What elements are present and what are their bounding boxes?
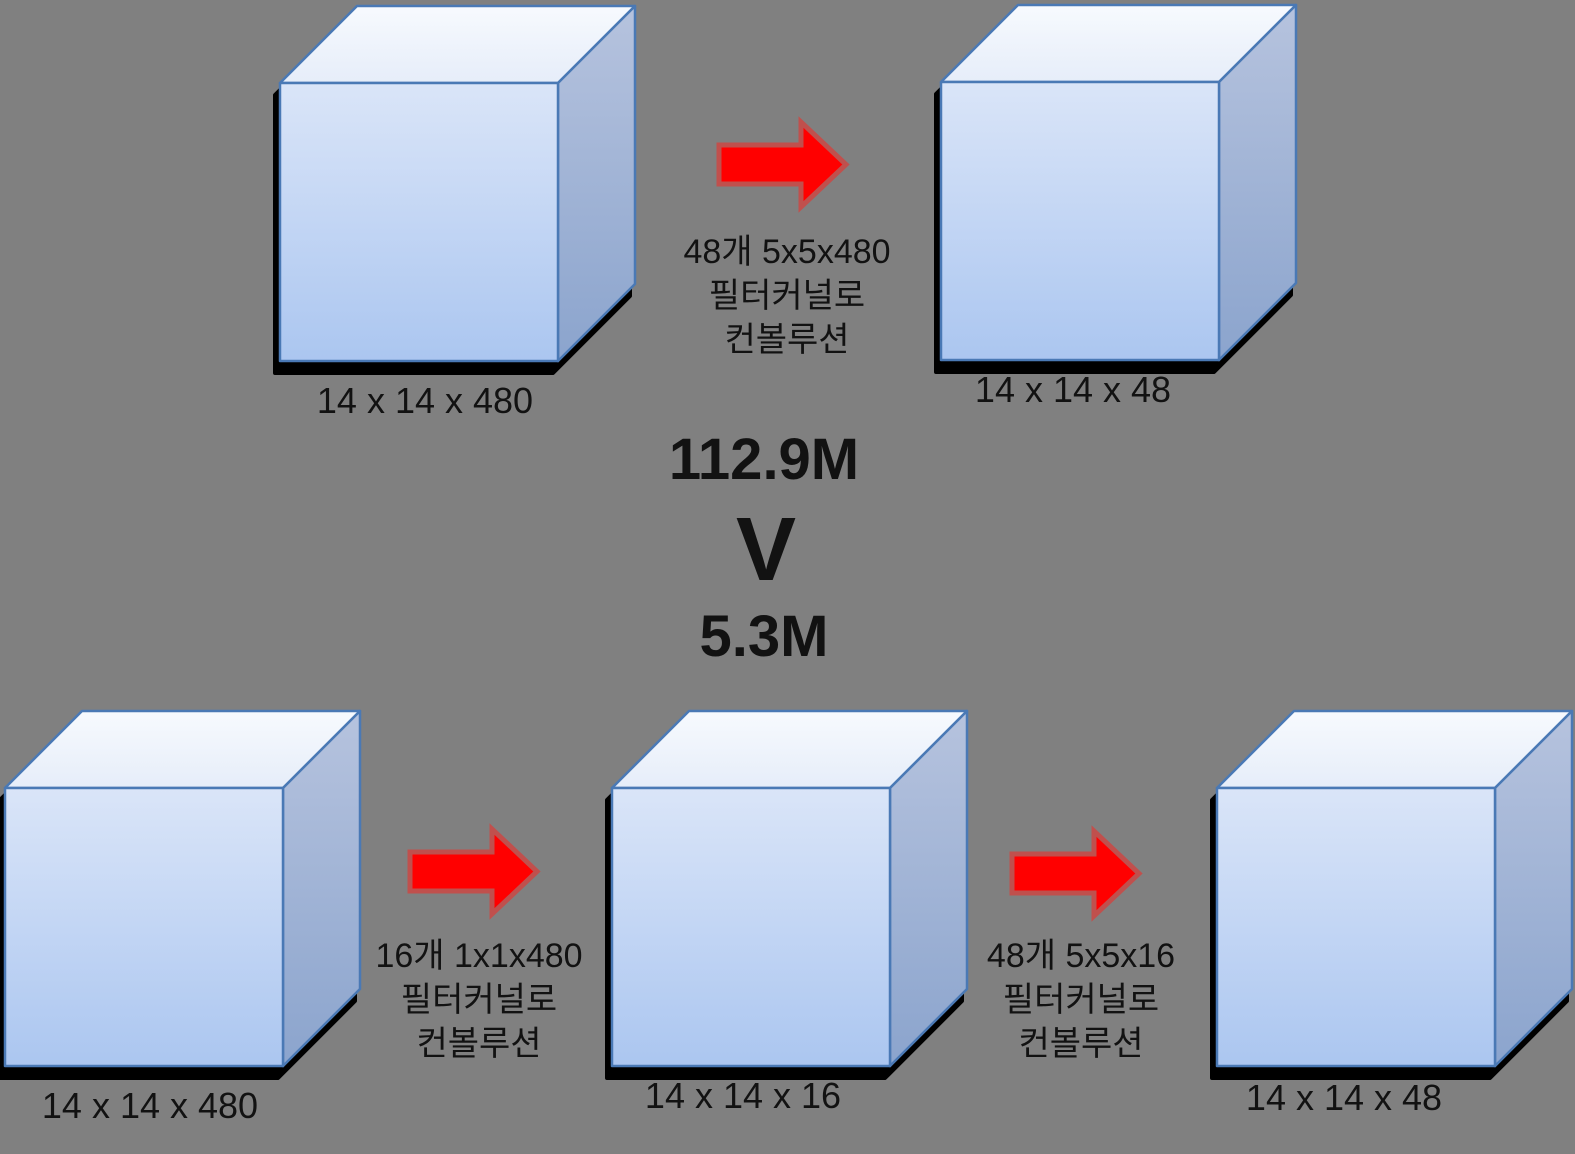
- bottom-arrow1-caption-line2: 필터커널로: [400, 981, 558, 1019]
- bottom-arrow1-caption-line3: 컨볼루션: [416, 1025, 542, 1063]
- cube-bottom-input: [0, 709, 362, 1080]
- bottom-arrow2-caption: 48개 5x5x16 필터커널로 컨볼루션: [987, 934, 1175, 1066]
- params-count-bottom: 5.3M: [699, 604, 829, 669]
- arrow-bottom-conv2-icon: [1012, 831, 1139, 916]
- bottom-arrow2-caption-line3: 컨볼루션: [1018, 1025, 1144, 1063]
- bottom-arrow2-caption-line1: 48개 5x5x16: [986, 937, 1176, 975]
- bottom-output-dimension-label: 14 x 14 x 48: [1245, 1077, 1443, 1118]
- top-arrow-caption-line1: 48개 5x5x480: [683, 233, 891, 271]
- arrow-top-conv-icon: [719, 122, 846, 207]
- top-input-dimension-label: 14 x 14 x 480: [316, 380, 534, 421]
- arrow-bottom-conv1-icon: [410, 829, 537, 914]
- params-count-top: 112.9M: [668, 427, 860, 492]
- top-output-dimension-label: 14 x 14 x 48: [974, 369, 1172, 410]
- bottom-arrow1-caption-line1: 16개 1x1x480: [375, 937, 583, 975]
- top-arrow-caption: 48개 5x5x480 필터커널로 컨볼루션: [683, 230, 890, 362]
- cube-bottom-output: [1210, 709, 1574, 1080]
- cube-top-input: [273, 4, 637, 375]
- cube-bottom-mid: [605, 709, 969, 1080]
- versus-mark: V: [735, 500, 797, 600]
- bottom-arrow2-caption-line2: 필터커널로: [1002, 981, 1160, 1019]
- top-arrow-caption-line2: 필터커널로: [708, 277, 866, 315]
- cube-top-output: [934, 3, 1298, 374]
- bottom-arrow1-caption: 16개 1x1x480 필터커널로 컨볼루션: [375, 934, 582, 1066]
- bottom-input-dimension-label: 14 x 14 x 480: [41, 1085, 259, 1126]
- bottom-mid-dimension-label: 14 x 14 x 16: [644, 1075, 842, 1116]
- top-arrow-caption-line3: 컨볼루션: [724, 321, 850, 359]
